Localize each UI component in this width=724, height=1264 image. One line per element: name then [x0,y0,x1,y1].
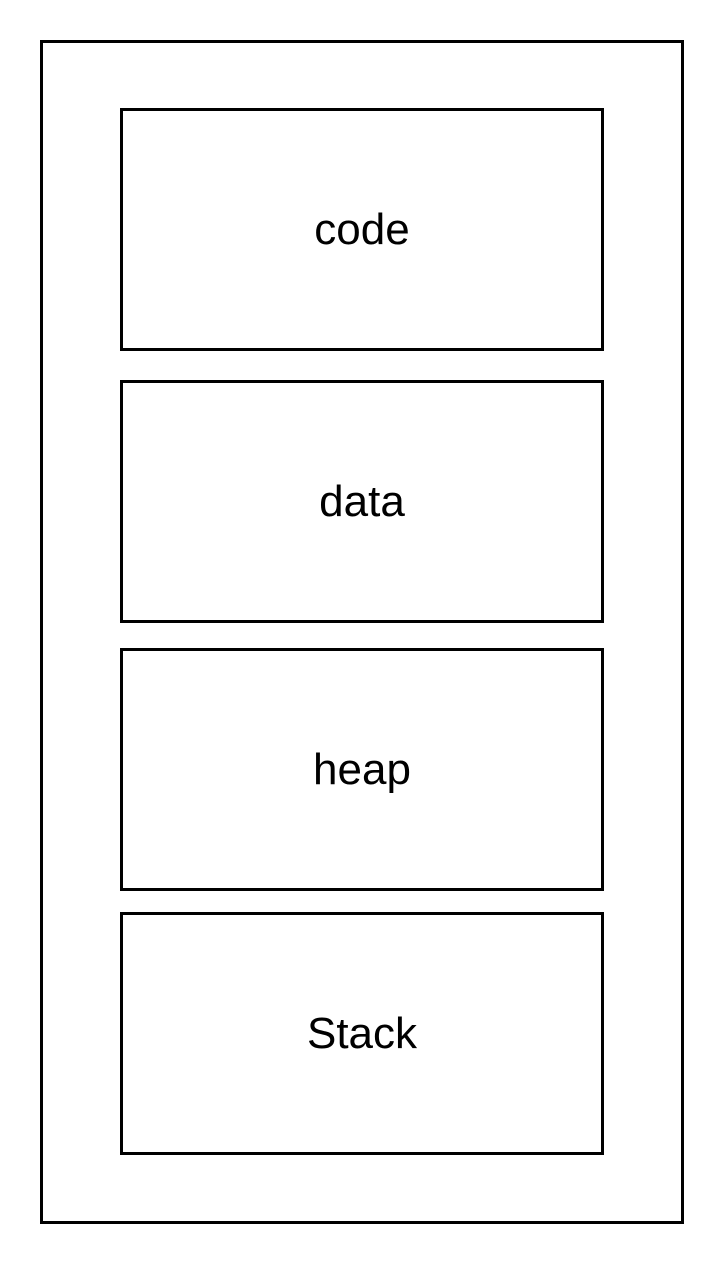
stack-segment-label: Stack [306,1008,418,1058]
data-segment-box: data [120,380,604,623]
code-segment-box: code [120,108,604,351]
stack-segment-box: Stack [120,912,604,1155]
heap-segment-box: heap [120,648,604,891]
code-segment-label: code [314,204,410,254]
data-segment-label: data [319,476,405,526]
heap-segment-label: heap [313,744,411,794]
